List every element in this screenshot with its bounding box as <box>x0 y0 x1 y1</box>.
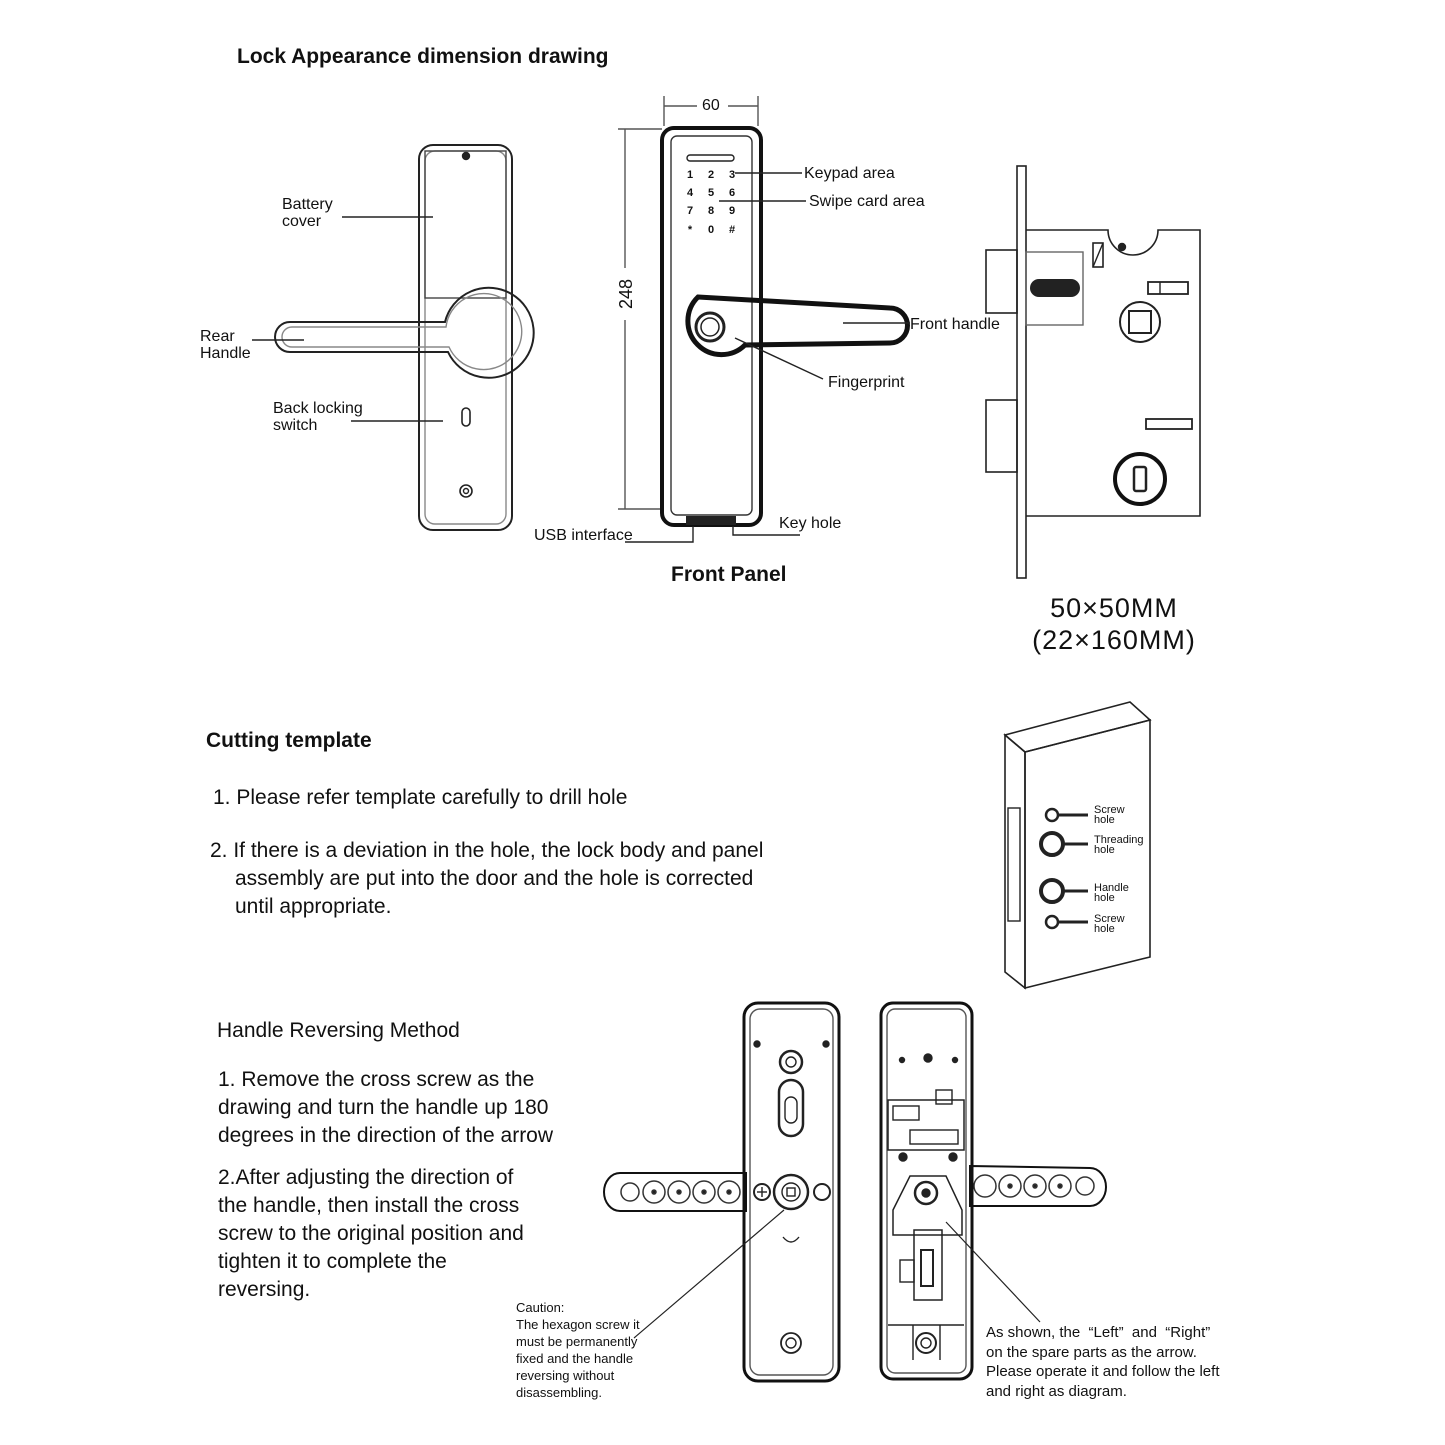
screw-hole-top-line2: hole <box>1094 814 1115 826</box>
back-locking-switch-label: Back locking switch <box>273 400 363 434</box>
cutting-step-1: 1. Please refer template carefully to dr… <box>213 786 628 809</box>
battery-cover-label-line1: Battery <box>282 196 333 213</box>
threading-hole-label: Threading hole <box>1094 834 1144 856</box>
left-right-note: As shown, the “Left” and “Right” on the … <box>986 1323 1219 1401</box>
section-title-cutting-template: Cutting template <box>206 729 372 752</box>
keypad-area-label: Keypad area <box>804 165 895 182</box>
keypad-key: 5 <box>708 187 714 199</box>
mortise-size-line1: 50×50MM <box>1050 593 1178 623</box>
rear-panel-drawing <box>252 144 535 531</box>
threading-hole-line2: hole <box>1094 844 1115 856</box>
key-hole-label: Key hole <box>779 515 842 532</box>
reversing-step-2-line3: screw to the original position and <box>218 1222 524 1245</box>
back-locking-switch-label-line1: Back locking <box>273 400 363 417</box>
handle-hole-line2: hole <box>1094 892 1115 904</box>
keypad-keys: 1 2 3 4 5 6 7 8 9 * 0 # <box>687 169 735 236</box>
reversing-step-1: 1. Remove the cross screw as the drawing… <box>218 1066 553 1150</box>
section-title-handle-reversing: Handle Reversing Method <box>217 1019 460 1042</box>
reversing-step-1-line2: drawing and turn the handle up 180 <box>218 1096 549 1119</box>
keypad-key: 4 <box>687 187 694 199</box>
keypad-key: 1 <box>687 169 693 181</box>
caution-line6: disassembling. <box>516 1385 602 1400</box>
caution-note: Caution: The hexagon screw it must be pe… <box>516 1299 640 1401</box>
keypad-key: 9 <box>729 205 735 217</box>
section-title-dimension-drawing: Lock Appearance dimension drawing <box>237 45 609 68</box>
fingerprint-label: Fingerprint <box>828 374 905 391</box>
keypad-key: * <box>688 224 693 236</box>
reversing-step-2: 2.After adjusting the direction of the h… <box>218 1164 524 1304</box>
reversing-step-2-line2: the handle, then install the cross <box>218 1194 520 1217</box>
screw-hole-bottom-label: Screw hole <box>1094 913 1125 935</box>
left-right-note-line2: on the spare parts as the arrow. <box>986 1343 1197 1361</box>
reversing-step-2-line5: reversing. <box>218 1278 311 1301</box>
front-panel-drawing <box>618 96 910 543</box>
caution-line4: fixed and the handle <box>516 1351 634 1366</box>
front-handle-label: Front handle <box>910 316 1000 333</box>
screw-hole-bottom-line1: Screw <box>1094 913 1125 925</box>
mortise-lock-body-drawing <box>985 165 1201 579</box>
reversing-step-2-line4: tighten it to complete the <box>218 1250 447 1273</box>
reversing-step-1-line3: degrees in the direction of the arrow <box>218 1124 554 1147</box>
rear-handle-label-line2: Handle <box>200 345 251 362</box>
back-locking-switch-label-line2: switch <box>273 417 318 434</box>
rear-handle-label: Rear Handle <box>200 328 251 362</box>
caution-line5: reversing without <box>516 1368 615 1383</box>
left-right-note-line1: As shown, the “Left” and “Right” <box>986 1324 1211 1341</box>
reversing-step-2-line1: 2.After adjusting the direction of <box>218 1166 514 1189</box>
caution-line2: The hexagon screw it <box>516 1317 640 1332</box>
caution-line1: Caution: <box>516 1300 565 1315</box>
cutting-template-drawing <box>1003 701 1152 990</box>
usb-interface-label: USB interface <box>534 527 633 544</box>
height-dimension-label: 248 <box>616 279 636 309</box>
keypad-key: 0 <box>708 224 714 236</box>
mortise-size-line2: (22×160MM) <box>1032 625 1196 655</box>
keypad-key: 3 <box>729 169 735 181</box>
left-right-note-line4: and right as diagram. <box>986 1382 1127 1400</box>
swipe-card-area-label: Swipe card area <box>809 193 925 210</box>
left-right-note-line3: Please operate it and follow the left <box>986 1363 1220 1380</box>
mortise-size-label: 50×50MM (22×160MM) <box>1020 592 1208 656</box>
cutting-step-2-line2: assembly are put into the door and the h… <box>235 867 754 890</box>
reversing-front-panel-drawing <box>603 1001 841 1383</box>
battery-cover-label-line2: cover <box>282 213 322 230</box>
battery-cover-label: Battery cover <box>282 196 333 230</box>
width-dimension-label: 60 <box>702 97 720 114</box>
keypad-key: 2 <box>708 169 714 181</box>
threading-hole-line1: Threading <box>1094 834 1144 846</box>
screw-hole-bottom-line2: hole <box>1094 923 1115 935</box>
cutting-step-2: 2. If there is a deviation in the hole, … <box>210 837 763 921</box>
keypad-key: 7 <box>687 205 693 217</box>
screw-hole-top-line1: Screw <box>1094 804 1125 816</box>
cutting-step-2-line1: 2. If there is a deviation in the hole, … <box>210 839 764 862</box>
caution-line3: must be permanently <box>516 1334 638 1349</box>
keypad-key: # <box>729 224 735 236</box>
cutting-step-2-line3: until appropriate. <box>235 895 392 918</box>
keypad-key: 6 <box>729 187 735 199</box>
handle-hole-label: Handle hole <box>1094 882 1129 904</box>
reversing-step-1-line1: 1. Remove the cross screw as the <box>218 1068 535 1091</box>
screw-hole-top-label: Screw hole <box>1094 804 1125 826</box>
handle-hole-line1: Handle <box>1094 882 1129 894</box>
front-panel-title: Front Panel <box>671 563 787 586</box>
keypad-key: 8 <box>708 205 714 217</box>
reversing-back-panel-drawing <box>879 1001 1107 1381</box>
rear-handle-label-line1: Rear <box>200 328 235 345</box>
